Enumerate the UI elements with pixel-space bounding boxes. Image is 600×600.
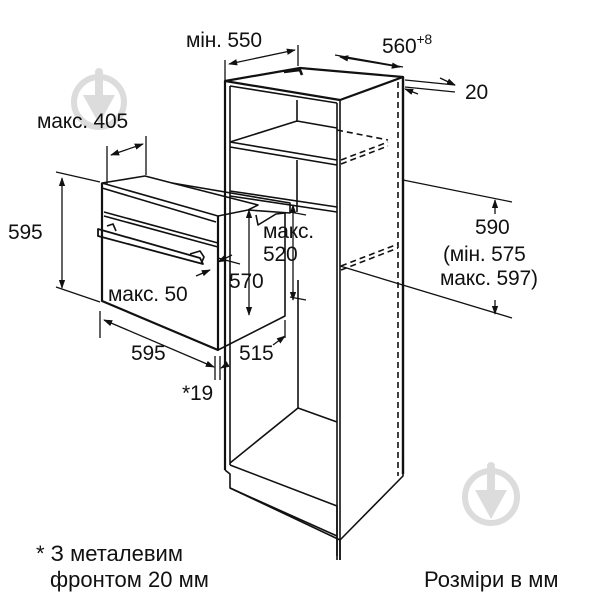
label-oven-570: 570 bbox=[229, 270, 264, 293]
oven-unit bbox=[97, 175, 291, 352]
cabinet-width-tolerance: +8 bbox=[416, 31, 433, 47]
dimension-lines bbox=[55, 45, 513, 380]
label-depth-515: 515 bbox=[239, 342, 274, 365]
trowel-logo-icon bbox=[71, 68, 127, 130]
label-niche-max-597: макс. 597) bbox=[440, 267, 538, 290]
label-oven-width-595: 595 bbox=[131, 342, 166, 365]
cabinet-width-base: 560 bbox=[382, 35, 417, 58]
label-min-550: мін. 550 bbox=[186, 29, 262, 52]
label-max-520-line2: 520 bbox=[263, 243, 298, 266]
label-front-19: *19 bbox=[182, 382, 213, 405]
label-oven-height-595: 595 bbox=[8, 221, 43, 244]
label-back-gap-20: 20 bbox=[465, 81, 488, 104]
trowel-logo-icon bbox=[462, 462, 520, 526]
units-note: Розміри в мм bbox=[424, 567, 559, 592]
label-cabinet-width-560: 560+8 bbox=[382, 32, 432, 58]
tall-cabinet bbox=[223, 66, 405, 560]
footnote-line1: * З металевим bbox=[36, 541, 183, 566]
label-max-520-line1: макс. bbox=[263, 220, 314, 243]
label-niche-590: 590 bbox=[475, 216, 510, 239]
label-niche-min-575: (мін. 575 bbox=[443, 243, 526, 266]
label-max-405: макс. 405 bbox=[37, 110, 128, 133]
footnote-line2: фронтом 20 мм bbox=[50, 567, 209, 592]
label-max-50: макс. 50 bbox=[108, 283, 188, 306]
